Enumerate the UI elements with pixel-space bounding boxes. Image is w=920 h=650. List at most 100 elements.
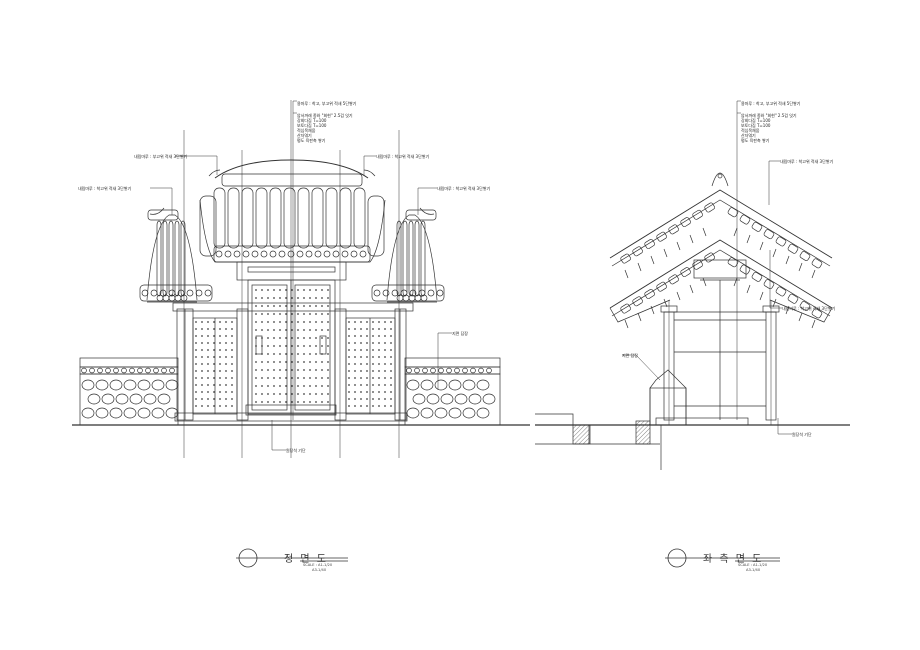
side-roof-upper-tile-left — [656, 231, 667, 242]
door-stud — [261, 297, 263, 299]
side-roof-lower-rafter-left — [676, 291, 681, 301]
door-stud — [354, 342, 356, 344]
door-stud — [291, 337, 293, 339]
side-roof-lower-rafter-left — [702, 277, 707, 287]
door-stud — [297, 361, 299, 363]
door-stud — [315, 401, 317, 403]
door-stud — [207, 370, 209, 372]
door-stud — [279, 329, 281, 331]
door-stud — [321, 313, 323, 315]
door-stud — [372, 356, 374, 358]
door-stud — [225, 384, 227, 386]
door-stud — [291, 345, 293, 347]
wall-stone — [476, 379, 490, 391]
eave-disc — [195, 289, 203, 297]
door-stud — [225, 370, 227, 372]
door-stud — [315, 313, 317, 315]
door-stud — [231, 370, 233, 372]
door-stud — [348, 356, 350, 358]
wall-body — [404, 373, 501, 426]
door-stud — [372, 398, 374, 400]
side-note-lath: 산자엮기 — [741, 133, 756, 138]
door-stud — [378, 363, 380, 365]
side-roof-upper-slope-2 — [611, 199, 831, 267]
front-note-ridge: 용마루 : 착고, 부고위 적새 5단쌓기 — [297, 101, 357, 106]
eave-disc — [373, 289, 381, 297]
wall-stone — [95, 379, 109, 391]
side-gable-board — [693, 259, 747, 279]
wall-stone — [137, 379, 151, 391]
left-roof-outline — [146, 214, 198, 301]
side-scale-b: A3-1/40 — [746, 568, 761, 572]
door-stud — [255, 305, 257, 307]
door-stud — [291, 329, 293, 331]
door-stud — [231, 321, 233, 323]
front-note-tile: 평도 육판축 쌓기 — [297, 138, 326, 143]
side-roof-upper-rafter-right — [798, 262, 803, 272]
front-note-right-hip-2: 내림마루 : 착고위 적새 3단쌓기 — [437, 186, 491, 191]
door-stud — [309, 289, 311, 291]
door-stud — [378, 398, 380, 400]
door-stud — [255, 369, 257, 371]
door-stud — [354, 328, 356, 330]
door-stud — [279, 321, 281, 323]
door-stud — [285, 329, 287, 331]
door-stud — [273, 345, 275, 347]
door-stud — [195, 370, 197, 372]
door-stud — [267, 401, 269, 403]
door-stud — [354, 356, 356, 358]
door-stud — [309, 297, 311, 299]
door-stud — [390, 321, 392, 323]
door-stud — [315, 385, 317, 387]
door-stud — [291, 297, 293, 299]
wall-stone — [426, 393, 440, 405]
door-stud — [303, 337, 305, 339]
door-stud — [372, 391, 374, 393]
door-stud — [267, 329, 269, 331]
door-stud — [225, 321, 227, 323]
wall-stone — [468, 393, 482, 405]
door-stud — [279, 313, 281, 315]
side-note-roofing: 암서까래 종와 "회현" 2.5검 잇기 — [741, 113, 797, 118]
door-stud — [321, 305, 323, 307]
door-stud — [219, 321, 221, 323]
door-stud — [285, 297, 287, 299]
door-stud — [225, 398, 227, 400]
door-stud — [291, 289, 293, 291]
wall-stone — [482, 393, 496, 405]
door-stud — [225, 377, 227, 379]
door-stud — [366, 342, 368, 344]
door-stud — [225, 342, 227, 344]
door-stud — [273, 361, 275, 363]
lintel-board — [247, 266, 336, 273]
door-stud — [195, 321, 197, 323]
side-roof-lower-rafter-right — [759, 291, 764, 301]
door-stud — [315, 329, 317, 331]
door-stud — [279, 297, 281, 299]
side-roof-lower-tile-right — [811, 308, 823, 319]
wall-tile-disc — [145, 367, 151, 374]
wall-tile-disc — [121, 367, 127, 374]
door-stud — [309, 401, 311, 403]
door-stud — [285, 401, 287, 403]
door-stud — [255, 321, 257, 323]
door-stud — [390, 377, 392, 379]
left-roof-tile — [174, 220, 180, 297]
side-roof-lower-tile-left — [620, 303, 631, 314]
door-stud — [315, 289, 317, 291]
main-eave-band — [213, 245, 371, 263]
door-stud — [195, 356, 197, 358]
door-stud — [384, 335, 386, 337]
door-stud — [261, 369, 263, 371]
wall-stone — [115, 393, 129, 405]
door-stud — [390, 349, 392, 351]
door-stud — [390, 356, 392, 358]
main-eave-disc — [233, 250, 241, 258]
door-stud — [213, 321, 215, 323]
door-stud — [297, 337, 299, 339]
eave-disc — [400, 289, 408, 297]
door-stud — [378, 328, 380, 330]
door-stud — [255, 297, 257, 299]
side-roof-upper-rafter-left — [702, 227, 707, 237]
side-ridge-finial — [711, 172, 729, 187]
